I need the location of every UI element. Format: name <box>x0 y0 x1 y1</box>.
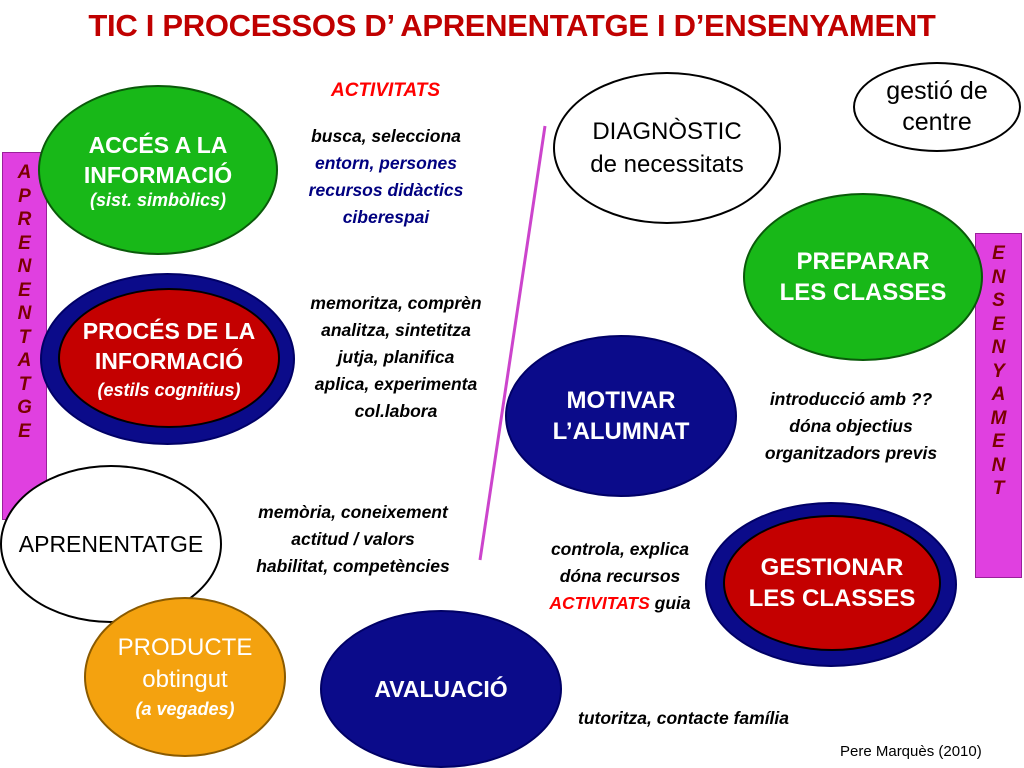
aprenentatge-activities: memòria, coneixement actitud / valors ha… <box>222 499 484 580</box>
preparar-line2: LES CLASSES <box>779 279 947 306</box>
divider-stroke <box>478 125 547 561</box>
right-letter: E <box>992 313 1005 335</box>
producte-line2: obtingut <box>142 666 228 693</box>
left-letter: T <box>18 373 31 395</box>
motivar-line1: MOTIVAR <box>566 387 676 414</box>
preparar-line1: PREPARAR <box>796 248 930 275</box>
acces-activities: busca, selecciona entorn, persones recur… <box>280 123 492 231</box>
activity-line: ciberespai <box>342 207 430 227</box>
activity-line: organitzadors previs <box>764 443 938 463</box>
motivar-line2: L’ALUMNAT <box>552 418 690 445</box>
avaluacio-ellipse: AVALUACIÓ <box>320 610 562 768</box>
avaluacio-label: AVALUACIÓ <box>374 675 508 702</box>
activity-line: jutja, planifica <box>337 347 455 367</box>
left-letter: N <box>17 303 32 324</box>
right-letter: N <box>991 266 1006 288</box>
right-letter: S <box>992 290 1005 311</box>
gestionar-line2: LES CLASSES <box>748 585 916 612</box>
gestionar-classes-ellipse: GESTIONAR LES CLASSES <box>723 515 941 651</box>
activity-line: ACTIVITATS guia <box>520 590 720 617</box>
right-letter: N <box>991 454 1006 476</box>
activity-line: introducció amb ?? <box>769 389 933 409</box>
activity-line: busca, selecciona <box>311 126 461 146</box>
right-letter: M <box>990 407 1007 429</box>
gestio-line1: gestió de <box>886 77 988 105</box>
right-letter: E <box>992 431 1005 452</box>
motivar-alumnat-ellipse: MOTIVAR L’ALUMNAT <box>505 335 737 497</box>
gestionar-activities: controla, explica dóna recursos ACTIVITA… <box>520 536 720 617</box>
proces-line2: INFORMACIÓ <box>94 347 244 374</box>
activity-line: controla, explica <box>550 539 690 559</box>
credit-text: Pere Marquès (2010) <box>840 743 982 760</box>
left-letter: T <box>18 326 31 348</box>
left-letter: G <box>17 397 32 418</box>
activity-line: habilitat, competències <box>256 556 450 576</box>
diagnostic-line1: DIAGNÒSTIC <box>592 118 742 145</box>
acces-line3: (sist. simbòlics) <box>89 189 227 210</box>
producte-line3: (a vegades) <box>135 699 235 719</box>
producte-line1: PRODUCTE <box>117 634 253 661</box>
activity-line: memòria, coneixement <box>258 502 448 522</box>
left-letter: A <box>17 162 32 183</box>
aprenentatge-label: APRENENTATGE <box>18 530 204 557</box>
activity-line: actitud / valors <box>291 529 415 549</box>
tutoritza-text: tutoritza, contacte família <box>578 708 790 728</box>
producte-ellipse: PRODUCTE obtingut (a vegades) <box>84 597 286 757</box>
right-letter: A <box>991 384 1006 405</box>
activity-line: memoritza, comprèn <box>310 293 482 313</box>
page-title: TIC I PROCESSOS D’ APRENENTATGE I D’ENSE… <box>88 8 936 43</box>
left-letter: A <box>17 350 32 371</box>
activitats-header: ACTIVITATS <box>331 80 441 101</box>
right-letter: N <box>991 337 1006 358</box>
right-letter: E <box>992 243 1005 264</box>
left-letter: R <box>17 209 32 230</box>
activity-line: aplica, experimenta <box>314 374 478 394</box>
left-letter: E <box>18 420 31 442</box>
acces-line1: ACCÉS A LA <box>88 131 228 158</box>
proces-line3: (estils cognitius) <box>97 379 241 400</box>
aprenentatge-vertical-bar: A P R E N E N T A T G E <box>2 152 47 520</box>
activity-line: analitza, sintetitza <box>321 320 471 340</box>
acces-informacio-ellipse: ACCÉS A LA INFORMACIÓ (sist. simbòlics) <box>38 85 278 255</box>
right-letter: T <box>992 478 1005 499</box>
gestio-centre-ellipse: gestió de centre <box>853 62 1021 152</box>
acces-line2: INFORMACIÓ <box>83 161 233 188</box>
activity-line: entorn, persones <box>315 153 457 173</box>
ensenyament-vertical-bar: E N S E N Y A M E N T <box>975 233 1022 578</box>
divider-line <box>478 125 547 561</box>
diagnostic-ellipse: DIAGNÒSTIC de necessitats <box>553 72 781 224</box>
right-letter: Y <box>992 360 1005 382</box>
left-letter: E <box>18 232 31 254</box>
proces-informacio-ellipse: PROCÉS DE LA INFORMACIÓ (estils cognitiu… <box>58 288 280 428</box>
diagnostic-line2: de necessitats <box>590 151 744 178</box>
left-letter: E <box>18 279 31 301</box>
activitats-inline: ACTIVITATS <box>549 593 650 613</box>
proces-activities: memoritza, comprèn analitza, sintetitza … <box>282 290 510 425</box>
gestionar-line1: GESTIONAR <box>760 554 904 581</box>
left-letter: P <box>18 185 31 207</box>
gestio-line2: centre <box>902 108 972 136</box>
activity-line: dóna objectius <box>789 416 913 436</box>
preparar-classes-ellipse: PREPARAR LES CLASSES <box>743 193 983 361</box>
activity-line: dóna recursos <box>559 566 681 586</box>
activity-line: recursos didàctics <box>308 180 464 200</box>
guia-text: guia <box>649 593 691 613</box>
proces-line1: PROCÉS DE LA <box>82 317 256 344</box>
activity-line: col.labora <box>354 401 438 421</box>
motivar-activities: introducció amb ?? dóna objectius organi… <box>733 386 969 467</box>
left-letter: N <box>17 256 32 277</box>
